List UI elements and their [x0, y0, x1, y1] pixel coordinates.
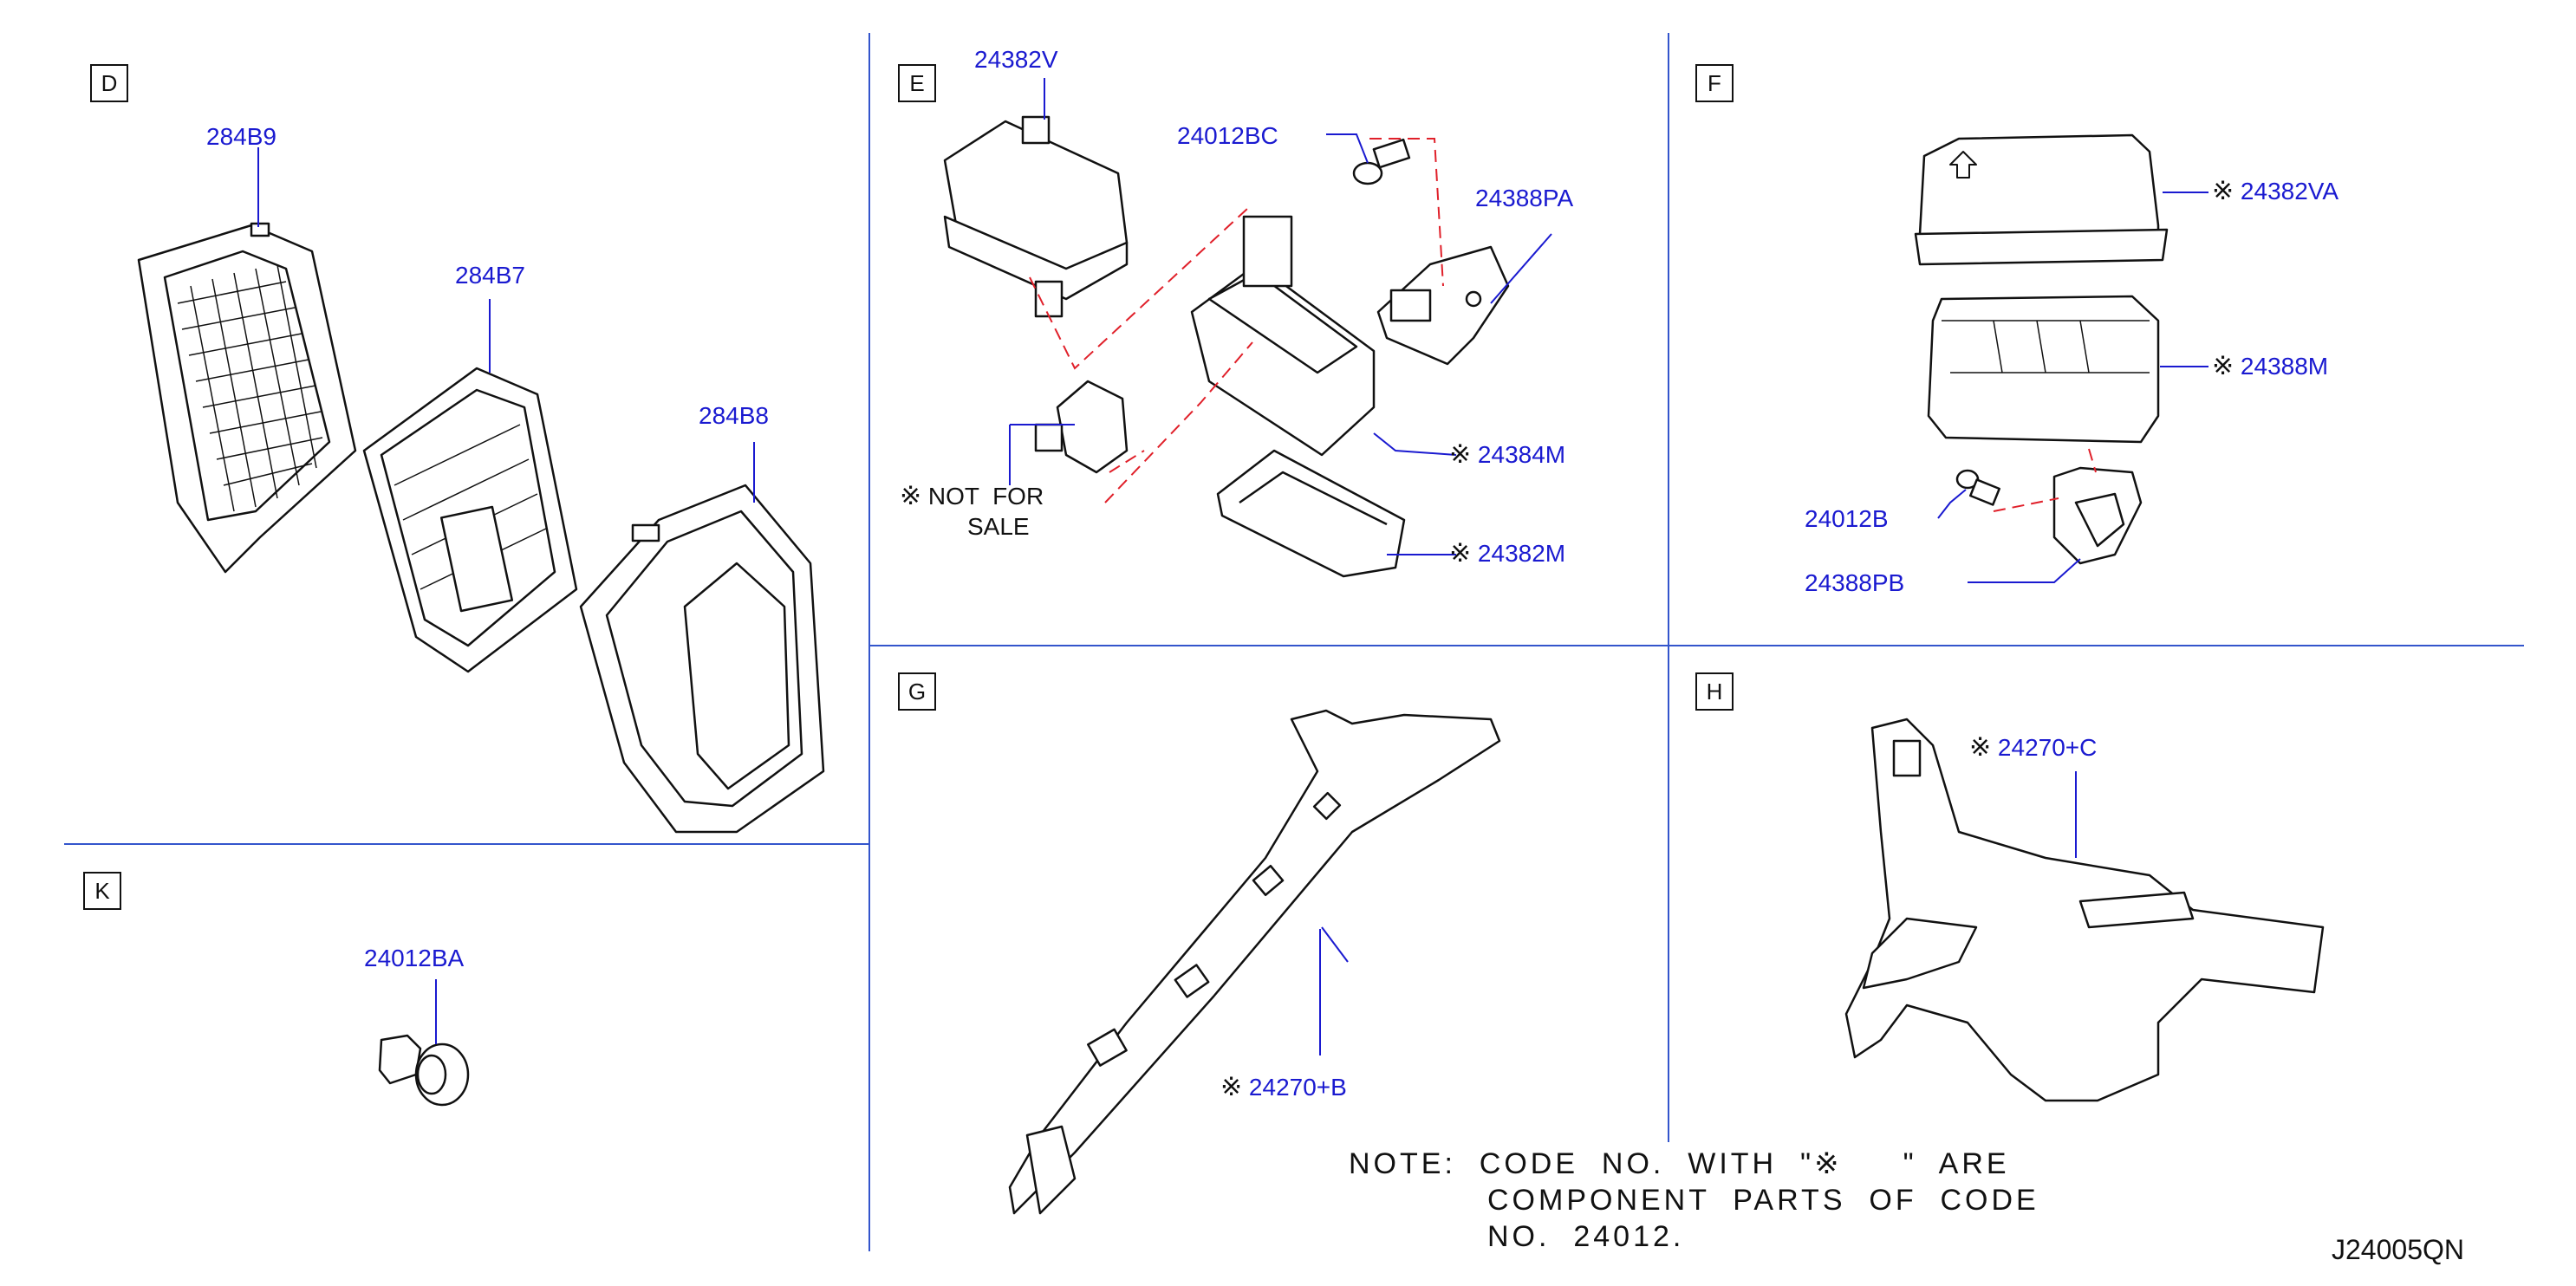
label-24382va: ※ 24382VA	[2212, 179, 2339, 205]
label-24382va-text: 24382VA	[2240, 178, 2339, 205]
leader-lines	[257, 78, 2208, 1055]
section-k-marker: K	[83, 872, 121, 910]
label-24012ba: 24012BA	[364, 945, 465, 971]
section-f-marker: F	[1695, 64, 1734, 102]
part-24388pa-drawing	[1376, 245, 1510, 366]
section-h-marker: H	[1695, 672, 1734, 711]
part-24388m-drawing	[1927, 295, 2160, 444]
part-24382v-drawing	[943, 115, 1129, 318]
note-line-1: NOTE: CODE NO. WITH "※ " ARE	[1349, 1149, 2010, 1179]
label-24382v: 24382V	[974, 46, 1058, 73]
label-24270b: ※ 24270+B	[1220, 1075, 1347, 1101]
note-line-2: COMPONENT PARTS OF CODE	[1487, 1184, 2039, 1217]
label-24388pa: 24388PA	[1475, 185, 1574, 211]
label-not-for-text: NOT FOR	[927, 483, 1044, 510]
part-24012bc-drawing	[1352, 138, 1411, 185]
component-mark-icon: ※	[2212, 177, 2234, 205]
section-d-marker: D	[90, 64, 128, 102]
component-mark-icon: ※	[1449, 539, 1472, 568]
label-284b8: 284B8	[699, 402, 769, 429]
component-mark-icon: ※	[1814, 1147, 1843, 1180]
label-sale: SALE	[967, 513, 1030, 540]
diagram-id: J24005QN	[2332, 1234, 2464, 1265]
part-24382va-drawing	[1914, 133, 2169, 266]
part-284b7-drawing	[362, 367, 578, 673]
section-g-marker: G	[898, 672, 936, 711]
component-mark-icon: ※	[1969, 733, 1992, 762]
dashed-guides	[1029, 138, 2097, 512]
part-284b9-drawing	[137, 222, 357, 574]
label-24388pb: 24388PB	[1805, 569, 1905, 596]
label-24012bc: 24012BC	[1177, 122, 1278, 149]
part-24012b-drawing	[1955, 469, 2000, 506]
label-24270c-text: 24270+C	[1997, 734, 2098, 761]
note-line-1-end: " ARE	[1903, 1147, 2010, 1180]
part-284b8-drawing	[579, 484, 825, 834]
part-24270b-drawing	[1008, 709, 1501, 1215]
component-mark-icon: ※	[900, 482, 922, 510]
label-284b9: 284B9	[206, 123, 276, 150]
part-24388pb-drawing	[2052, 466, 2143, 565]
label-24270b-text: 24270+B	[1248, 1074, 1347, 1101]
label-24388m-text: 24388M	[2240, 353, 2329, 380]
label-24270c: ※ 24270+C	[1969, 735, 2097, 761]
label-24382m: ※ 24382M	[1449, 541, 1565, 567]
label-not-for-sale: ※ NOT FOR	[900, 484, 1044, 510]
component-mark-icon: ※	[1449, 440, 1472, 469]
part-24012ba-drawing	[378, 1034, 470, 1107]
part-24270c-drawing	[1844, 718, 2325, 1102]
label-24384m-text: 24384M	[1477, 441, 1566, 468]
part-24384m-drawing	[1190, 215, 1376, 457]
label-24012b: 24012B	[1805, 505, 1889, 532]
part-24382m-drawing	[1216, 449, 1406, 578]
label-24382m-text: 24382M	[1477, 540, 1566, 567]
label-284b7: 284B7	[455, 262, 525, 289]
section-dividers	[64, 33, 2524, 1251]
note-line-3: NO. 24012.	[1487, 1220, 1685, 1253]
section-e-marker: E	[898, 64, 936, 102]
component-mark-icon: ※	[1220, 1073, 1243, 1101]
part-not-for-sale-drawing	[1034, 380, 1129, 474]
note-line-1-start: NOTE: CODE NO. WITH "	[1349, 1147, 1815, 1180]
label-24384m: ※ 24384M	[1449, 442, 1565, 468]
component-mark-icon: ※	[2212, 352, 2234, 380]
label-24388m: ※ 24388M	[2212, 354, 2328, 380]
